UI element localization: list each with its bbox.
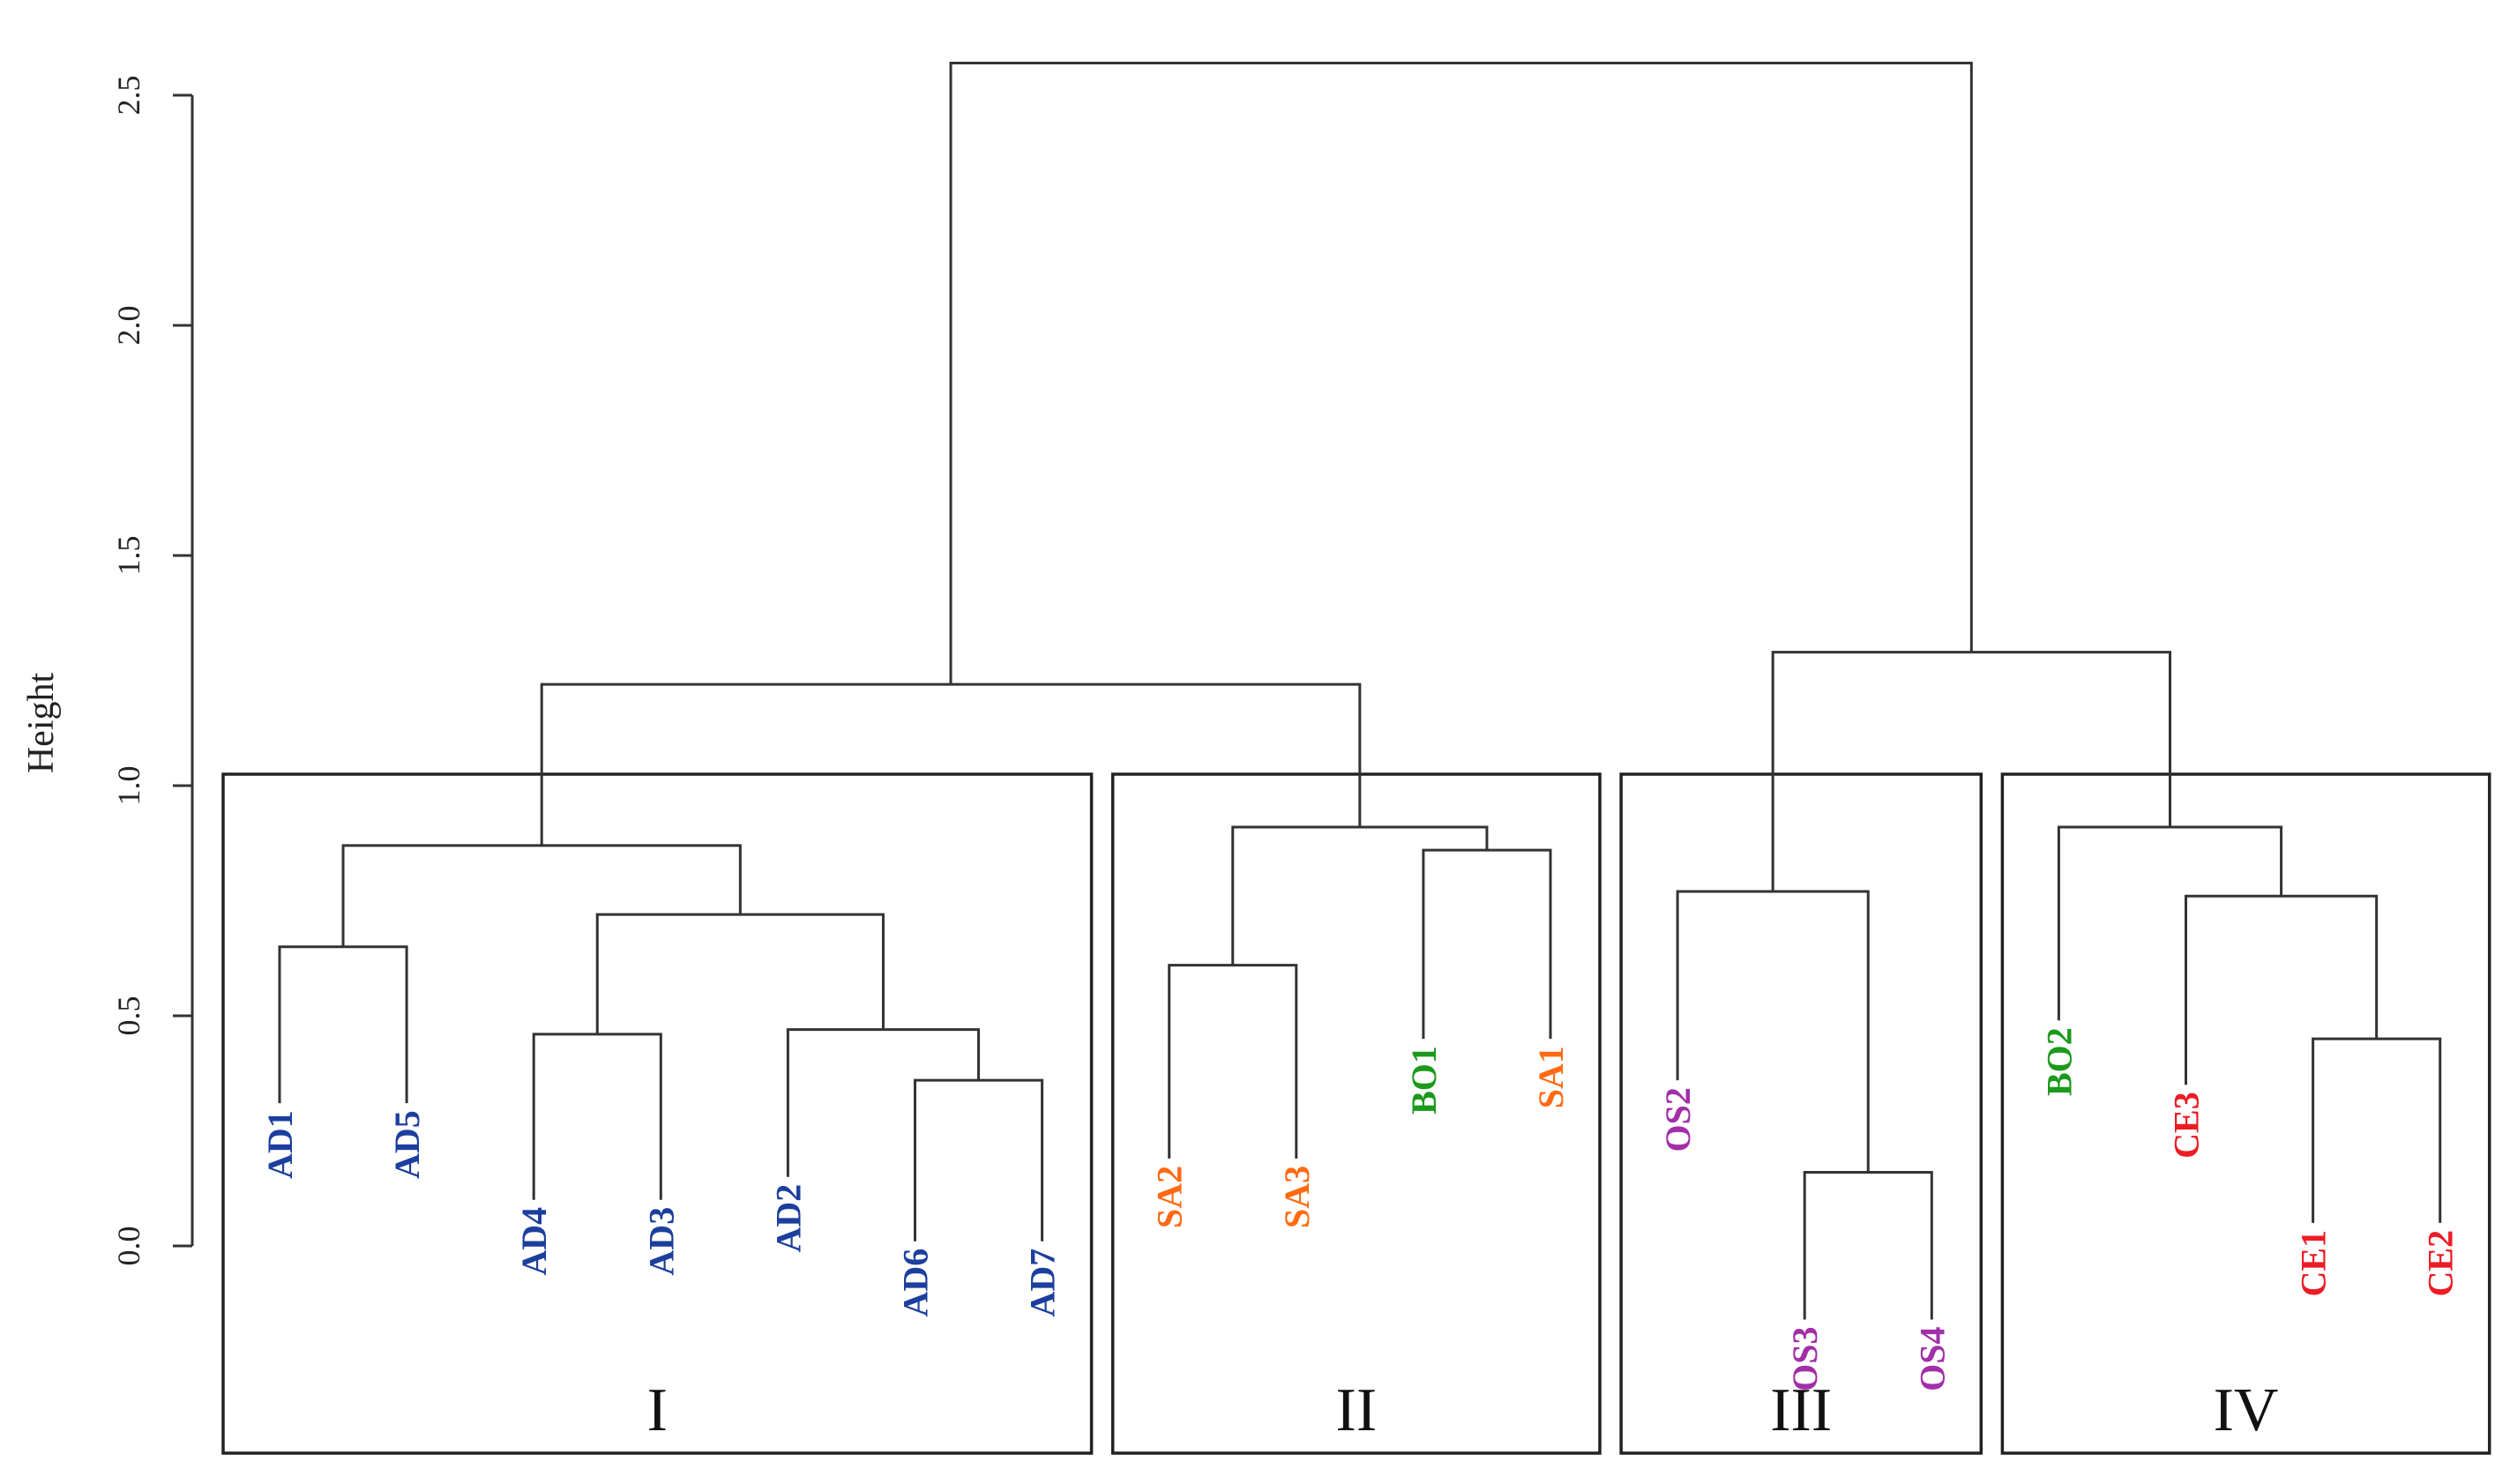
- cluster-label: IV: [2214, 1376, 2279, 1444]
- leaf-label: SA3: [1277, 1166, 1317, 1228]
- y-axis-title: Height: [21, 673, 62, 774]
- y-tick-label: 0.0: [111, 1227, 146, 1266]
- dendrogram-link: [1771, 651, 2171, 892]
- dendrogram-links: [278, 61, 2442, 1320]
- leaf-label: AD2: [768, 1184, 808, 1253]
- dendrogram-link: [1422, 848, 1552, 1040]
- dendrogram-link: [1676, 890, 1870, 1173]
- dendrogram-link: [1231, 825, 1489, 966]
- dendrogram-link: [532, 1033, 662, 1200]
- dendrogram-link: [1803, 1170, 1933, 1320]
- dendrogram-link: [1168, 964, 1298, 1159]
- leaf-label: OS3: [1785, 1327, 1825, 1391]
- cluster-box: [2000, 772, 2491, 1455]
- y-tick-label: 1.0: [111, 766, 146, 806]
- leaf-label: AD5: [387, 1110, 427, 1179]
- cluster-label: III: [1770, 1376, 1832, 1444]
- dendrogram-link: [595, 913, 885, 1034]
- cluster-label: II: [1336, 1376, 1378, 1444]
- leaf-label: AD3: [641, 1207, 681, 1276]
- dendrogram-link: [949, 61, 1973, 685]
- leaf-label: AD4: [514, 1207, 554, 1276]
- dendrogram-link: [914, 1078, 1044, 1242]
- cluster-box: [221, 772, 1094, 1455]
- leaf-label: SA1: [1531, 1046, 1571, 1108]
- leaf-label: AD1: [260, 1110, 300, 1179]
- leaf-label: OS4: [1912, 1327, 1952, 1391]
- leaf-label: SA2: [1150, 1166, 1190, 1228]
- cluster-box: [1110, 772, 1602, 1455]
- leaf-label: CE1: [2294, 1230, 2334, 1297]
- y-tick-label: 1.5: [111, 536, 146, 576]
- dendrogram-link: [2312, 1037, 2442, 1223]
- leaf-label: CE3: [2167, 1092, 2207, 1159]
- leaf-label: BO2: [2039, 1027, 2079, 1096]
- leaf-label: AD7: [1023, 1249, 1063, 1317]
- leaf-label: BO1: [1404, 1046, 1444, 1115]
- y-tick-label: 2.0: [111, 306, 146, 346]
- dendrogram-link: [2185, 894, 2379, 1085]
- leaf-label: AD6: [896, 1249, 936, 1317]
- dendrogram-link: [2057, 825, 2283, 1021]
- cluster-label: I: [647, 1376, 668, 1444]
- leaf-label: OS2: [1658, 1087, 1698, 1152]
- dendrogram-link: [341, 844, 742, 947]
- y-tick-label: 2.5: [111, 76, 146, 116]
- y-tick-label: 0.5: [111, 996, 146, 1036]
- y-axis: Height 0.0 0.5 1.0 1.5 2.0 2.5: [21, 76, 194, 1266]
- cluster-box: [1619, 772, 1983, 1455]
- dendrogram-link: [540, 682, 1362, 846]
- leaf-label: CE2: [2421, 1230, 2461, 1297]
- dendrogram-link: [786, 1028, 981, 1177]
- dendrogram-link: [278, 945, 408, 1104]
